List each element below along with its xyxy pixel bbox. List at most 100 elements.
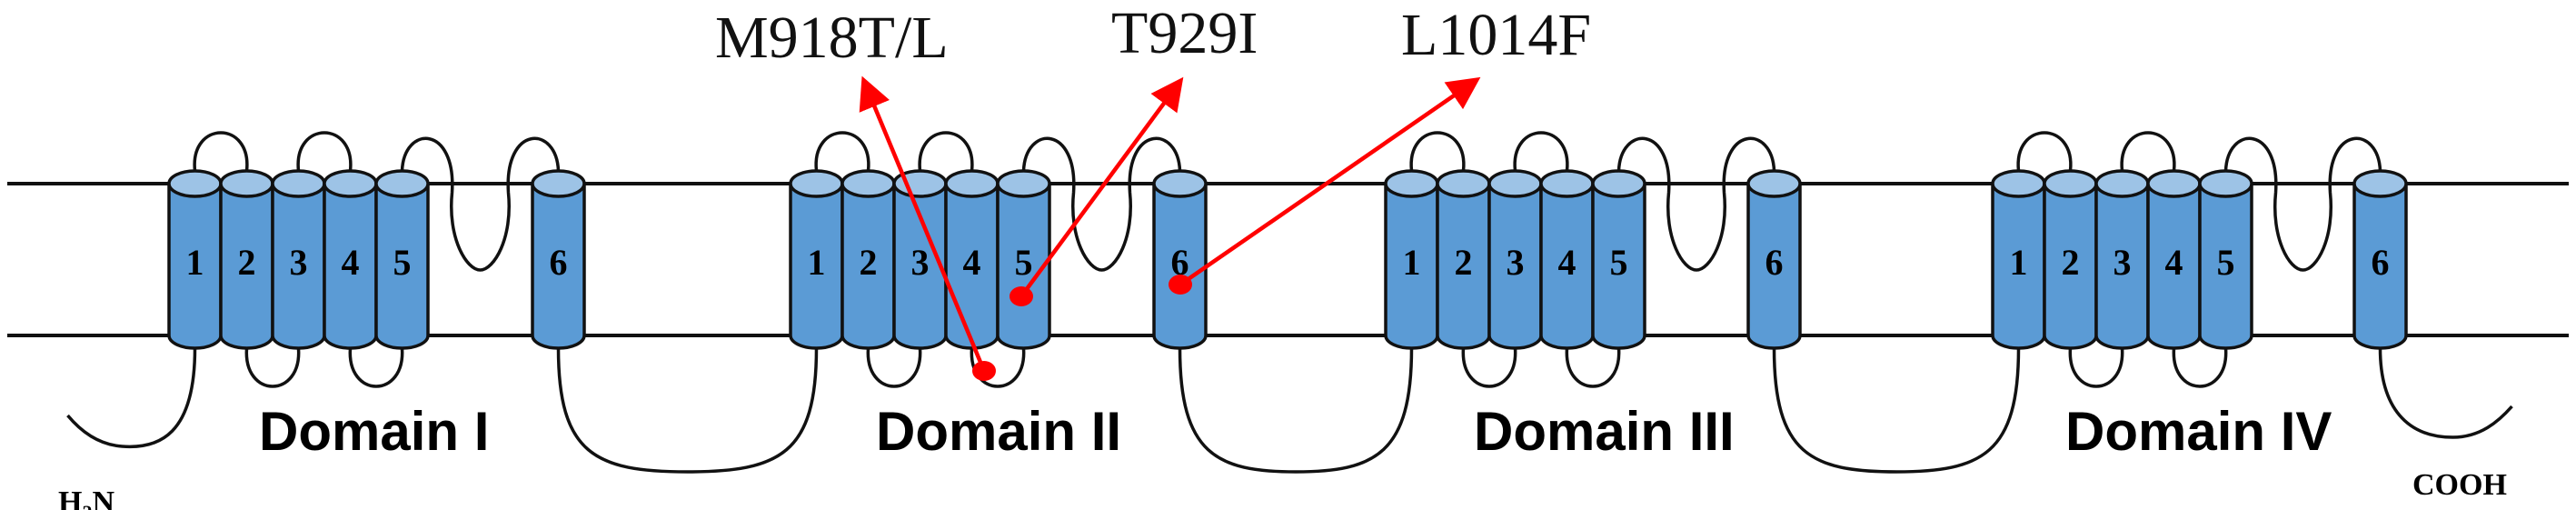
segment-number: 5 <box>2217 242 2235 283</box>
segment-top <box>2094 169 2150 198</box>
segment-number: 1 <box>2010 242 2028 283</box>
segment-top <box>840 169 896 198</box>
segment-number: 6 <box>1171 242 1189 283</box>
segment-number: 3 <box>1507 242 1525 283</box>
intracellular-loop-2-1 <box>866 347 922 388</box>
segment-top <box>1436 169 1491 198</box>
segment-4-1: 1 <box>1991 169 2046 350</box>
segment-top <box>944 169 1000 198</box>
n-terminus-h: H <box>58 485 82 510</box>
segment-number: 4 <box>963 242 981 283</box>
segment-body <box>531 182 586 350</box>
segment-body <box>374 182 430 350</box>
intracellular-loop-1-2 <box>348 347 404 388</box>
segment-top <box>2352 169 2408 198</box>
segment-4-4: 4 <box>2146 169 2202 350</box>
segment-1-6: 6 <box>531 169 586 350</box>
segment-body <box>2198 182 2253 350</box>
mutation-label-t929: T929I <box>1111 0 1258 66</box>
n-terminus-tail <box>66 347 197 449</box>
segment-3-4: 4 <box>1539 169 1595 350</box>
mutation-arrow-l1014 <box>1179 76 1481 286</box>
segment-top <box>531 169 586 198</box>
mutation-site-dot-m918 <box>972 361 996 381</box>
n-terminus-subscript: 2 <box>82 501 92 510</box>
segment-top <box>1991 169 2046 198</box>
segment-number: 1 <box>808 242 826 283</box>
segment-3-1: 1 <box>1384 169 1439 350</box>
segment-4-6: 6 <box>2352 169 2408 350</box>
extracellular-loop-2-1 <box>814 131 870 172</box>
segment-top <box>271 169 326 198</box>
segment-4-5: 5 <box>2198 169 2253 350</box>
n-terminus-n: N <box>92 485 114 510</box>
segment-number: 5 <box>1015 242 1033 283</box>
mutation-site-dot-l1014 <box>1169 275 1192 295</box>
segment-top <box>2043 169 2098 198</box>
segment-2-5: 5 <box>996 169 1051 350</box>
segment-top <box>323 169 378 198</box>
mutation-label-l1014: L1014F <box>1401 2 1591 68</box>
mutation-site-dot-t929 <box>1010 286 1033 306</box>
mutations: M918T/L T929I L1014F <box>715 0 1591 381</box>
segment-number: 4 <box>2165 242 2183 283</box>
segment-1-1: 1 <box>167 169 223 350</box>
n-terminus-label: H2N <box>58 485 114 510</box>
segment-3-2: 2 <box>1436 169 1491 350</box>
pore-loop-1 <box>400 136 561 272</box>
segment-top <box>219 169 274 198</box>
segment-1-4: 4 <box>323 169 378 350</box>
segment-top <box>996 169 1051 198</box>
segment-number: 2 <box>238 242 256 283</box>
segment-top <box>2198 169 2253 198</box>
segment-number: 2 <box>2062 242 2080 283</box>
segment-number: 4 <box>1558 242 1576 283</box>
segment-top <box>1591 169 1646 198</box>
segment-top <box>167 169 223 198</box>
pore-loop-3 <box>1616 136 1776 272</box>
extracellular-loop-1-2 <box>296 131 353 172</box>
segment-body <box>996 182 1051 350</box>
segment-number: 2 <box>860 242 878 283</box>
segment-1-3: 3 <box>271 169 326 350</box>
segment-4-3: 3 <box>2094 169 2150 350</box>
segment-top <box>1487 169 1543 198</box>
segment-top <box>1746 169 1802 198</box>
segment-3-6: 6 <box>1746 169 1802 350</box>
domain-label-2: Domain II <box>876 401 1121 462</box>
segment-number: 2 <box>1455 242 1473 283</box>
segment-number: 3 <box>2114 242 2132 283</box>
segment-number: 5 <box>393 242 412 283</box>
extracellular-loop-3-1 <box>1409 131 1466 172</box>
linker-3-4 <box>1772 347 2021 474</box>
segment-body <box>2352 182 2408 350</box>
segment-2-1: 1 <box>789 169 844 350</box>
intracellular-loop-4-2 <box>2172 347 2228 388</box>
segment-body <box>1152 182 1208 350</box>
segment-1-2: 2 <box>219 169 274 350</box>
segment-top <box>1152 169 1208 198</box>
termini: H2N COOH <box>58 468 2507 510</box>
mutation-label-m918: M918T/L <box>715 5 949 71</box>
segment-number: 1 <box>186 242 204 283</box>
linker-1-2 <box>556 347 819 474</box>
segment-number: 3 <box>290 242 308 283</box>
segment-number: 6 <box>550 242 568 283</box>
segment-3-5: 5 <box>1591 169 1646 350</box>
segment-top <box>789 169 844 198</box>
mutation-arrow-t929 <box>1019 76 1184 298</box>
segment-2-6: 6 <box>1152 169 1208 350</box>
segment-2-2: 2 <box>840 169 896 350</box>
segment-top <box>1539 169 1595 198</box>
segment-top <box>2146 169 2202 198</box>
segment-number: 3 <box>911 242 930 283</box>
pore-loop-2 <box>1021 136 1182 272</box>
segment-number: 6 <box>2372 242 2390 283</box>
segment-body <box>1746 182 1802 350</box>
c-terminus-tail <box>2378 347 2513 439</box>
segment-3-3: 3 <box>1487 169 1543 350</box>
segment-number: 4 <box>342 242 360 283</box>
